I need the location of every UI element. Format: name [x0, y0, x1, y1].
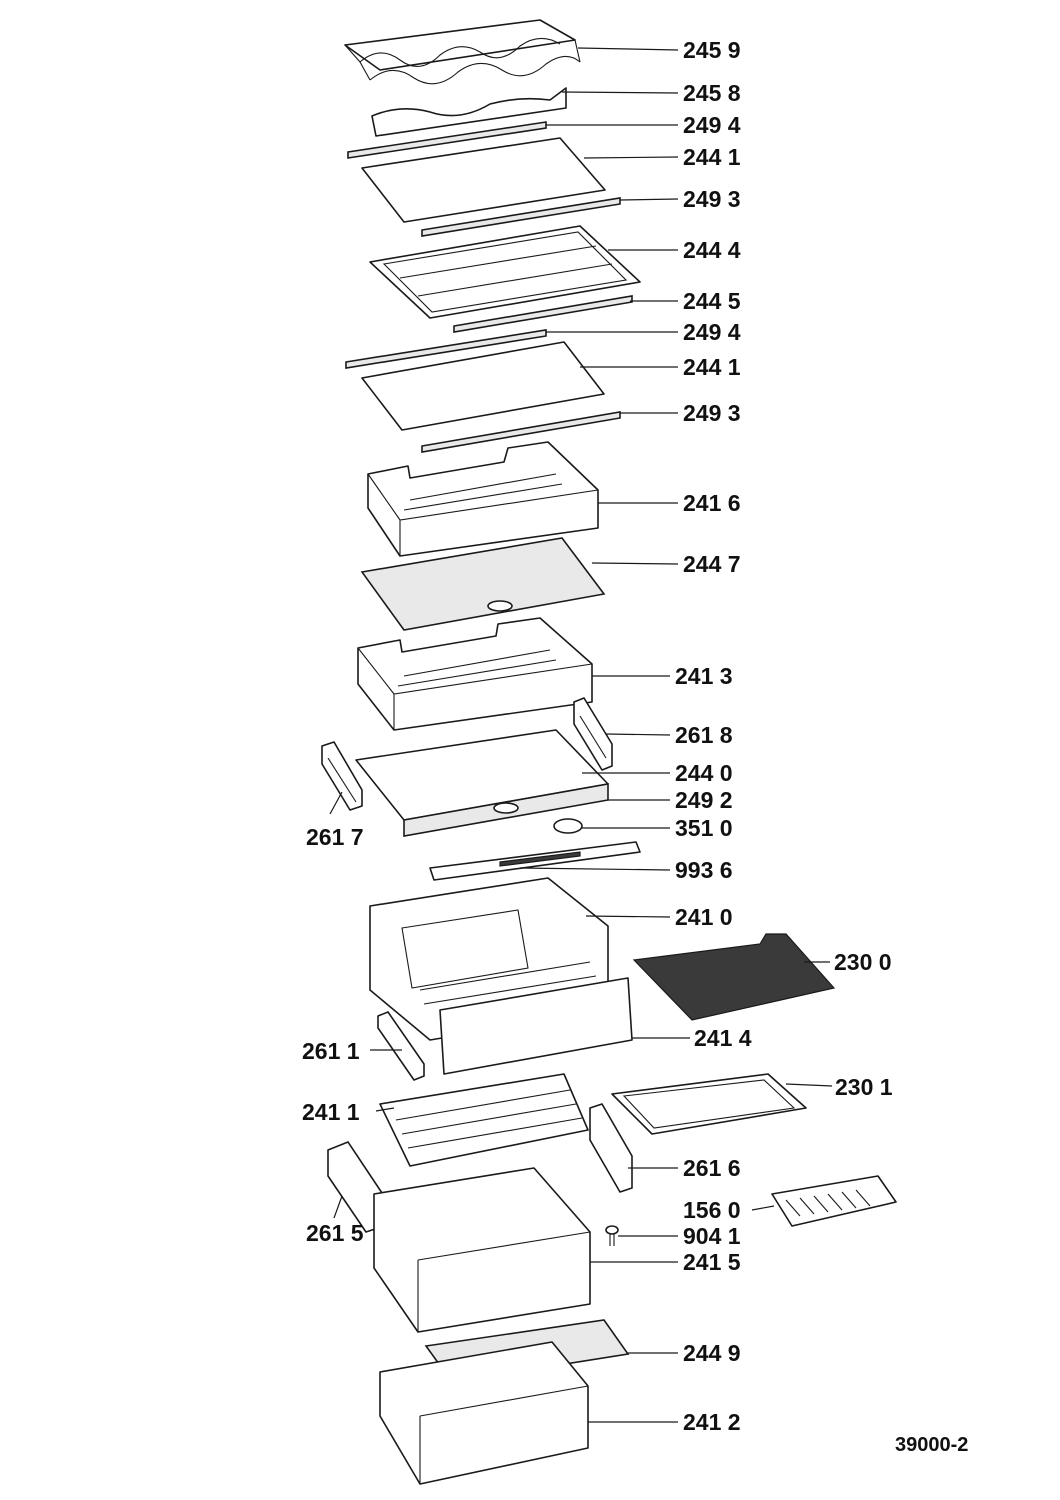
- callout-2459: 245 9: [683, 37, 741, 63]
- callout-2493-a: 249 3: [683, 186, 741, 212]
- callout-3510: 351 0: [675, 815, 733, 841]
- callout-2493-b: 249 3: [683, 400, 741, 426]
- slide-rail-2611: [377, 1011, 425, 1081]
- slide-rail-2618: [573, 697, 613, 771]
- tray-2301: [611, 1073, 807, 1135]
- callout-2616: 261 6: [683, 1155, 741, 1181]
- callout-2300: 230 0: [834, 949, 892, 975]
- callout-2494-b: 249 4: [683, 319, 741, 345]
- callout-2458: 245 8: [683, 80, 741, 106]
- drawer-front-2414: [439, 977, 633, 1075]
- callout-2414: 241 4: [694, 1025, 752, 1051]
- shelf-2440: [355, 729, 609, 837]
- shelf-frame: [369, 225, 641, 333]
- callout-2410: 241 0: [675, 904, 733, 930]
- wine-rack-support: [371, 87, 567, 137]
- cap-3510: [553, 818, 583, 834]
- callout-2618: 261 8: [675, 722, 733, 748]
- callout-2440: 244 0: [675, 760, 733, 786]
- drawer-2416: [367, 441, 599, 557]
- shelf-set-1: [347, 121, 621, 237]
- shelf-set-2: [345, 329, 621, 453]
- callout-9936: 993 6: [675, 857, 733, 883]
- wine-rack: [344, 19, 581, 85]
- callout-2411: 241 1: [302, 1099, 360, 1125]
- ice-tray-1560: [771, 1175, 897, 1227]
- callout-2415: 241 5: [683, 1249, 741, 1275]
- callout-9041: 904 1: [683, 1223, 741, 1249]
- callout-2611: 261 1: [302, 1038, 360, 1064]
- callout-2412: 241 2: [683, 1409, 741, 1435]
- callout-2441-b: 244 1: [683, 354, 741, 380]
- callout-2447: 244 7: [683, 551, 741, 577]
- basket-2411: [379, 1073, 589, 1167]
- callout-2617: 261 7: [306, 824, 364, 850]
- callout-2441-a: 244 1: [683, 144, 741, 170]
- callout-2444: 244 4: [683, 237, 741, 263]
- leader-lines: [329, 47, 833, 1423]
- callout-2492: 249 2: [675, 787, 733, 813]
- callout-2615: 261 5: [306, 1220, 364, 1246]
- callout-1560: 156 0: [683, 1197, 741, 1223]
- knob-9041: [605, 1225, 619, 1246]
- callout-2449: 244 9: [683, 1340, 741, 1366]
- callout-2413: 241 3: [675, 663, 733, 689]
- slide-rail-2617: [321, 741, 363, 811]
- drawer-2412: [379, 1341, 589, 1485]
- callout-2416: 241 6: [683, 490, 741, 516]
- tray-2300: [632, 933, 836, 1021]
- divider-2447: [360, 537, 606, 631]
- slide-rail-2616: [589, 1103, 633, 1193]
- figure-reference: 39000-2: [895, 1434, 968, 1456]
- callout-2494-a: 249 4: [683, 112, 741, 138]
- callout-2445: 244 5: [683, 288, 741, 314]
- callout-2301: 230 1: [835, 1074, 893, 1100]
- drawer-2413: [357, 617, 593, 731]
- callout-labels: 245 9 245 8 249 4 244 1 249 3 244 4 244 …: [302, 37, 893, 1435]
- control-panel-9936: [429, 841, 641, 881]
- drawer-2415: [373, 1167, 591, 1333]
